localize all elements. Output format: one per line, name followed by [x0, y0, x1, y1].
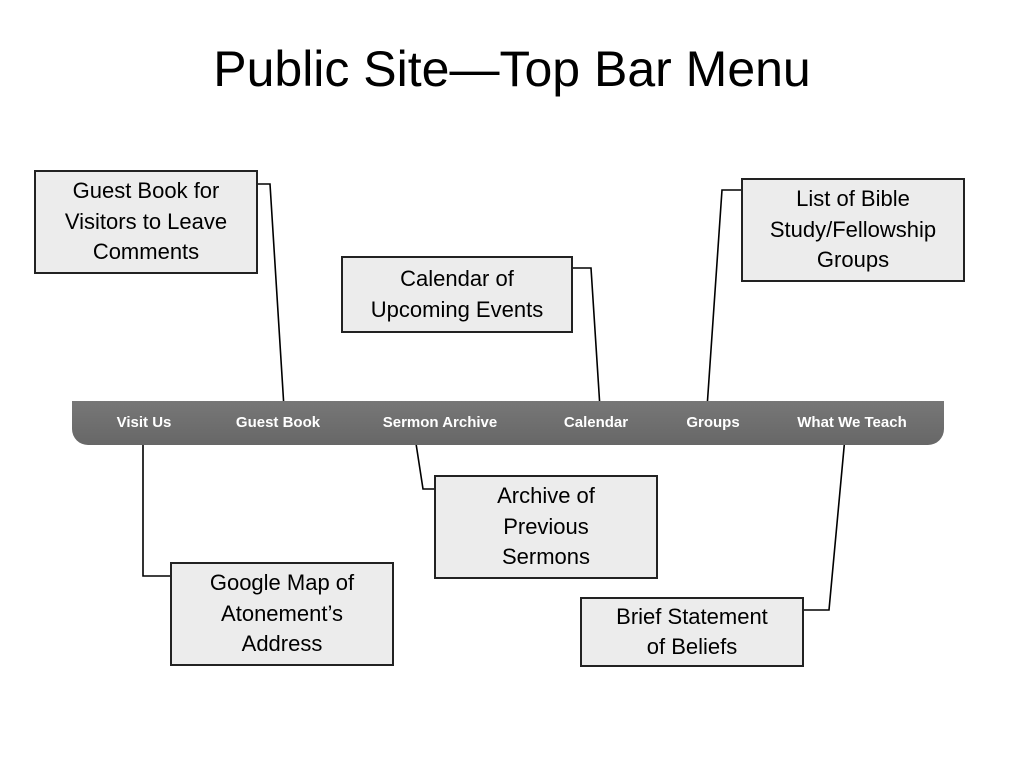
menu-item-groups[interactable]: Groups — [686, 414, 740, 431]
callout-calendar: Calendar of Upcoming Events — [341, 256, 573, 333]
connector-sermon-archive — [414, 436, 435, 490]
connector-visit-us — [142, 437, 172, 577]
connector-calendar — [573, 267, 601, 409]
callout-what-we-teach: Brief Statement of Beliefs — [580, 597, 804, 667]
menu-item-guest-book[interactable]: Guest Book — [235, 414, 321, 431]
connector-guest-book — [258, 183, 285, 409]
connector-groups — [706, 189, 742, 409]
menu-item-sermon-archive[interactable]: Sermon Archive — [382, 414, 498, 431]
top-menu-bar: Visit Us Guest Book Sermon Archive Calen… — [72, 401, 944, 445]
menu-item-what-we-teach[interactable]: What We Teach — [797, 414, 907, 431]
menu-item-calendar[interactable]: Calendar — [563, 414, 629, 431]
callout-sermon-archive: Archive of Previous Sermons — [434, 475, 658, 579]
callout-visit-us: Google Map of Atonement’s Address — [170, 562, 394, 666]
slide-title: Public Site—Top Bar Menu — [213, 41, 811, 97]
callout-guest-book: Guest Book for Visitors to Leave Comment… — [34, 170, 258, 274]
callout-groups: List of Bible Study/Fellowship Groups — [741, 178, 965, 282]
connector-what-we-teach — [804, 436, 846, 611]
menu-item-visit-us[interactable]: Visit Us — [116, 414, 172, 431]
